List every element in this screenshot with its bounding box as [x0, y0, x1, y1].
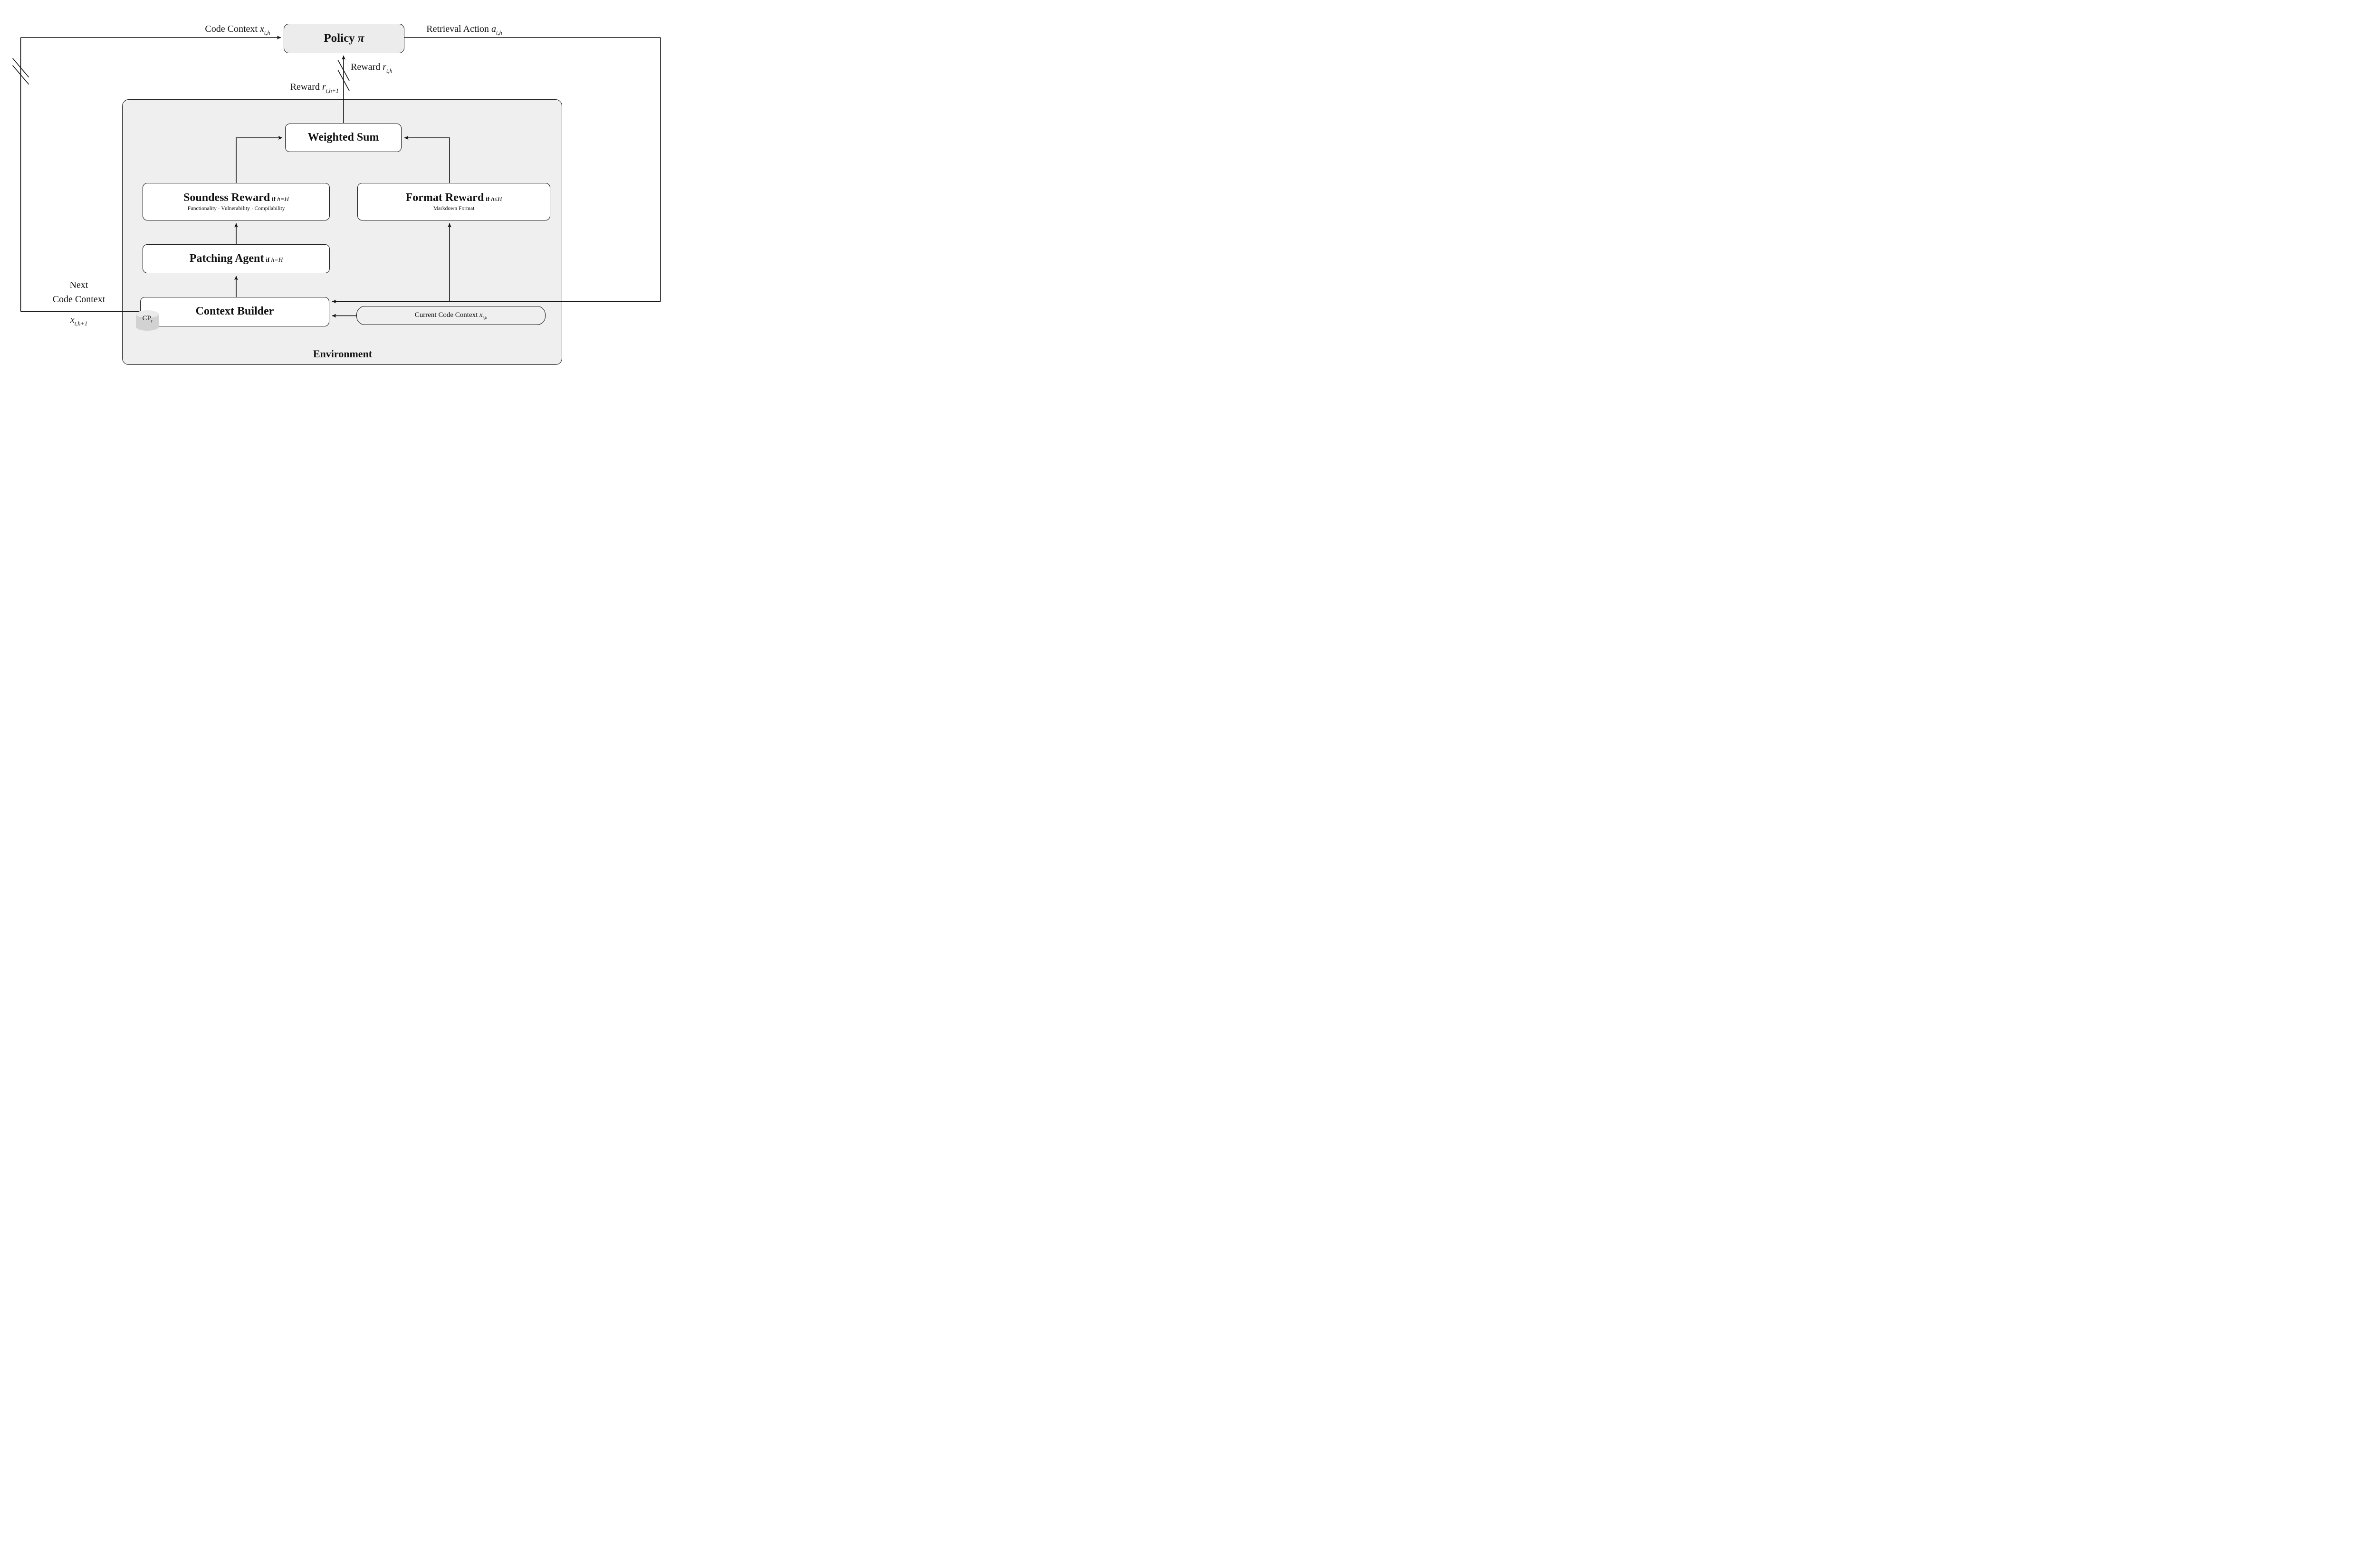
format-reward-title: Format Reward if h≤H [405, 191, 502, 204]
retrieval-action-label: Retrieval Action at,h [426, 24, 502, 37]
connector-wires [12, 36, 661, 318]
soundess-reward-title: Soundess Reward if h=H [183, 191, 289, 204]
weighted-sum-node: Weighted Sum [285, 124, 402, 152]
cp-cylinder-icon [136, 310, 159, 331]
policy-node: Policy π [284, 24, 404, 53]
format-reward-node: Format Reward if h≤H Markdown Format [357, 183, 550, 220]
policy-title: Policy π [324, 31, 364, 45]
delay-slash-left-1 [12, 57, 29, 78]
delay-slash-reward-1 [337, 59, 350, 81]
weighted-sum-title: Weighted Sum [307, 131, 379, 144]
edge-soundess-to-weighted [236, 136, 283, 183]
edge-format-to-weighted [404, 136, 450, 183]
next-code-context-label: Next Code Context [52, 280, 105, 305]
cp-cylinder-label: CPt [142, 315, 153, 324]
environment-label: Environment [313, 348, 373, 360]
delay-slash-left-2 [12, 65, 29, 85]
patching-agent-node: Patching Agent if h=H [143, 244, 330, 273]
patching-agent-title: Patching Agent if h=H [189, 252, 283, 265]
reward-next-label: Reward rt,h+1 [290, 82, 339, 95]
current-code-context-node: Current Code Context xt,h [356, 306, 546, 325]
context-builder-node: Context Builder [140, 297, 329, 326]
code-context-label: Code Context xt,h [205, 24, 270, 37]
format-reward-subtitle: Markdown Format [433, 206, 475, 212]
rl-architecture-diagram: Policy π Weighted Sum Soundess Reward if… [0, 0, 684, 392]
next-code-context-subscript: xt,h+1 [70, 315, 88, 327]
soundess-reward-subtitle: Functionality · Vulnerability · Compilab… [187, 206, 285, 212]
context-builder-title: Context Builder [195, 305, 274, 318]
reward-label: Reward rt,h [351, 62, 393, 75]
soundess-reward-node: Soundess Reward if h=H Functionality · V… [143, 183, 330, 220]
delay-slash-reward-2 [337, 69, 350, 91]
current-code-context-label: Current Code Context xt,h [414, 311, 488, 321]
